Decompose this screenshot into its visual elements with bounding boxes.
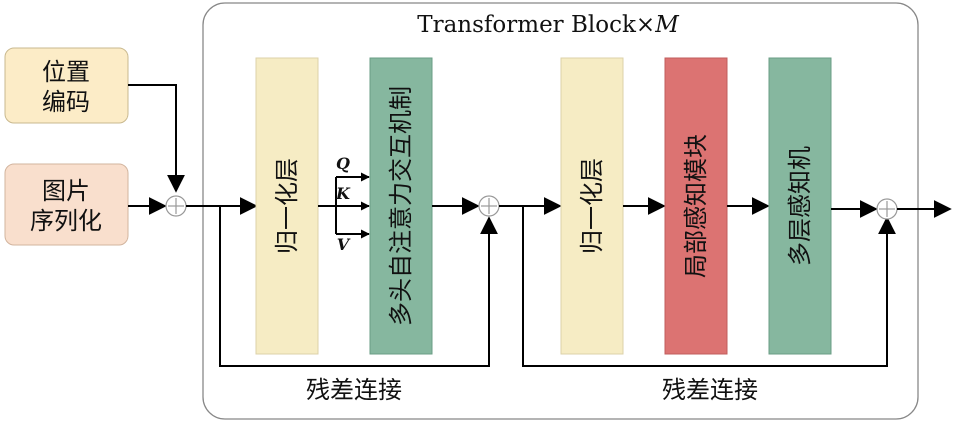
position-encoding-label-line1: 位置 [42,58,90,86]
normalization-layer-1 [255,57,319,355]
circle-plus-icon [876,198,898,220]
normalization-layer-2-label: 归一化层 [578,158,606,254]
circle-plus-icon [165,195,187,217]
residual-connection-2-line [522,206,896,367]
image-serialization-box [4,163,129,246]
value-label: V [337,235,351,254]
block-title: Transformer Block×M [417,12,680,38]
position-encoding-arrow [128,84,185,193]
multilayer-perceptron-block [768,57,832,355]
multilayer-perceptron-label: 多层感知机 [786,146,814,266]
multi-head-self-attention-block [369,57,433,355]
normalization-layer-2 [560,57,624,355]
qkv-branches [318,172,370,239]
image-serialization-label-line1: 图片 [42,177,90,205]
query-label: Q [336,154,350,173]
residual-connection-1-line [219,206,498,367]
circle-plus-icon [478,195,500,217]
local-perception-label: 局部感知模块 [682,134,710,278]
image-serialization-label-line2: 序列化 [30,207,102,235]
key-label: K [335,184,351,203]
position-encoding-label-line2: 编码 [42,88,90,116]
local-perception-module [664,57,728,355]
normalization-layer-1-label: 归一化层 [273,158,301,254]
residual-connection-2-label: 残差连接 [662,376,758,404]
residual-connection-1-label: 残差连接 [306,376,402,404]
multi-head-self-attention-label: 多头自注意力交互机制 [387,86,415,326]
